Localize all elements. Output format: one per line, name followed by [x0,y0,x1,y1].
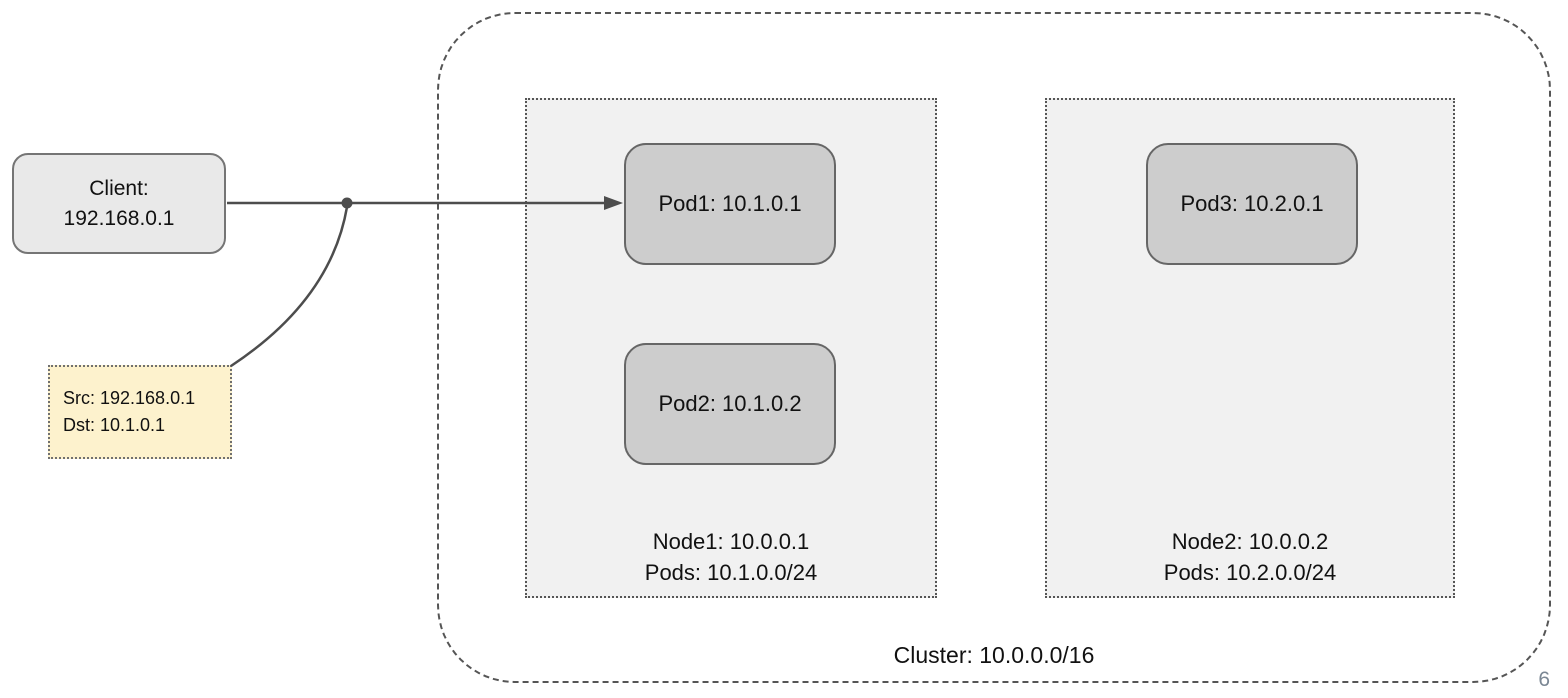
cluster-label: Cluster: 10.0.0.0/16 [893,642,1095,668]
arrow-junction-dot [341,197,353,209]
pod2-box: Pod2: 10.1.0.2 [624,343,836,465]
node2-label: Node2: 10.0.0.2 Pods: 10.2.0.0/24 [1047,526,1453,588]
node1-box: Pod1: 10.1.0.1 Pod2: 10.1.0.2 Node1: 10.… [525,98,937,598]
slide-number: 6 [1538,668,1550,691]
packet-callout-connector-curve [230,206,349,368]
pod2-label: Pod2: 10.1.0.2 [658,391,802,416]
pod1-box: Pod1: 10.1.0.1 [624,143,836,265]
client-box: Client: 192.168.0.1 [12,153,226,254]
pod3-label: Pod3: 10.2.0.1 [1180,191,1324,216]
client-label-line1: Client: [89,176,149,200]
packet-dst: Dst: 10.1.0.1 [63,415,166,435]
pod3-box: Pod3: 10.2.0.1 [1146,143,1358,265]
client-ip: 192.168.0.1 [63,206,175,230]
node1-ip: Node1: 10.0.0.1 [652,529,810,554]
node1-pods-cidr: Pods: 10.1.0.0/24 [644,560,818,585]
node2-box: Pod3: 10.2.0.1 Node2: 10.0.0.2 Pods: 10.… [1045,98,1455,598]
node2-ip: Node2: 10.0.0.2 [1171,529,1329,554]
cluster-boundary: Pod1: 10.1.0.1 Pod2: 10.1.0.2 Node1: 10.… [437,12,1551,683]
packet-callout: Src: 192.168.0.1 Dst: 10.1.0.1 [48,365,232,459]
pod1-label: Pod1: 10.1.0.1 [658,191,802,216]
packet-src: Src: 192.168.0.1 [63,388,196,408]
node1-label: Node1: 10.0.0.1 Pods: 10.1.0.0/24 [527,526,935,588]
node2-pods-cidr: Pods: 10.2.0.0/24 [1163,560,1337,585]
